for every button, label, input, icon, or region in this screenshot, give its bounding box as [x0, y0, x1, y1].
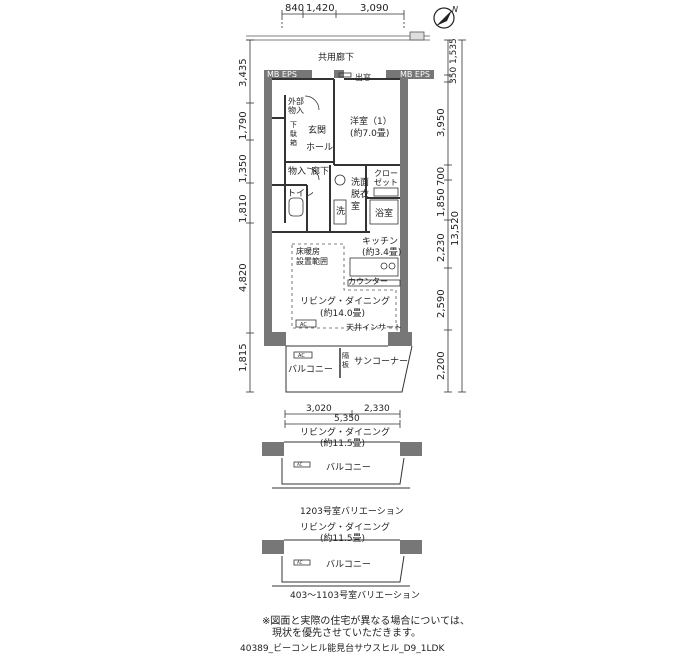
floor-heating-area [291, 243, 397, 329]
label-western-room: 洋室（1） [350, 115, 392, 127]
disclaimer-line-2: 現状を優先させていただきます。 [272, 628, 421, 639]
top-dim-1: 840 [285, 3, 304, 14]
right-dim-6: 2,230 [436, 233, 447, 262]
fixtures [288, 72, 401, 287]
variation-a-dimension-line [284, 410, 401, 428]
label-closet-2: ゼット [374, 177, 398, 187]
label-hall: ホール [306, 142, 333, 153]
label-outer-storage-2: 物入 [288, 105, 304, 115]
variation-b-ac: AC [297, 560, 303, 565]
variation-a-walls [262, 441, 422, 489]
variation-a-caption: 1203号室バリエーション [300, 505, 404, 517]
variation-b-living-size: (約11.5畳) [320, 532, 365, 544]
variation-a-ac: AC [297, 462, 303, 467]
label-mb-eps-left: MB EPS [267, 70, 297, 79]
label-sun-corner: サンコーナー [354, 356, 408, 367]
right-dimension-line [444, 39, 466, 393]
corridor-railing [246, 31, 430, 41]
left-dim-4: 1,810 [238, 194, 249, 223]
balcony-outline [285, 345, 413, 393]
label-living: リビング・ダイニング [300, 295, 390, 307]
ac-unit-icon [293, 351, 313, 359]
label-genkan: 玄関 [308, 124, 326, 136]
right-dim-5: 1,850 [436, 188, 447, 217]
label-washroom-3: 室 [351, 200, 360, 212]
label-kitchen-size: (約3.4畳) [362, 246, 401, 258]
north-label: N [452, 5, 458, 14]
label-mb-eps-right: MB EPS [400, 70, 430, 79]
label-common-corridor: 共用廊下 [318, 51, 354, 63]
disclaimer-line-1: ※図面と実際の住宅が異なる場合については、 [262, 616, 470, 627]
label-balcony: バルコニー [288, 364, 333, 375]
right-dim-1: 350 [449, 67, 459, 84]
north-arrow-icon [433, 7, 455, 29]
label-toilet: トイレ [287, 189, 314, 199]
right-dim-8: 2,200 [436, 351, 447, 380]
ac-unit-icon [295, 319, 317, 328]
label-ac-main: AC [300, 322, 307, 328]
label-shoe-box-3: 箱 [290, 138, 297, 147]
left-dim-1: 3,435 [238, 58, 249, 87]
right-dim-total: 13,520 [450, 211, 461, 246]
label-ceiling-insert: 天井インサート [346, 322, 402, 332]
left-dim-5: 4,820 [238, 263, 249, 292]
right-dim-2: 1,535 [449, 38, 459, 64]
label-floor-heating-1: 床暖房 [296, 246, 320, 256]
variation-b-caption: 403〜1103号室バリエーション [290, 589, 420, 601]
label-kitchen: キッチン [362, 236, 398, 247]
left-dim-3: 1,350 [238, 154, 249, 183]
right-dim-3: 3,950 [436, 108, 447, 137]
variation-a-dim-1: 3,020 [306, 404, 332, 414]
left-dim-2: 1,790 [238, 111, 249, 140]
label-partition-2: 板 [342, 360, 349, 369]
label-laundry: 洗 [336, 205, 345, 217]
top-dim-2: 1,420 [306, 3, 335, 14]
label-shoe-box-2: 駄 [290, 129, 297, 138]
label-washroom-2: 脱衣 [351, 188, 369, 200]
label-closet-1: クロー [374, 169, 398, 178]
label-bay-window: 出窓 [355, 72, 371, 82]
top-dimension-line [281, 10, 405, 28]
variation-a-balcony: バルコニー [326, 462, 371, 473]
label-partition-1: 隔 [342, 351, 349, 360]
variation-a-dim-2: 2,330 [364, 404, 390, 414]
label-outer-storage-1: 外部 [288, 96, 304, 106]
variation-a-living: リビング・ダイニング [300, 426, 390, 438]
label-corridor: 廊下 [311, 165, 329, 177]
left-dimension-line [246, 39, 254, 393]
variation-b-living: リビング・ダイニング [300, 521, 390, 533]
label-living-size: (約14.0畳) [320, 307, 365, 319]
right-dim-4: 700 [436, 167, 447, 186]
variation-a-living-size: (約11.5畳) [320, 437, 365, 449]
interior-walls [272, 78, 400, 233]
label-western-room-size: (約7.0畳) [350, 127, 389, 139]
right-dim-7: 2,590 [436, 289, 447, 318]
variation-b-balcony: バルコニー [326, 559, 371, 570]
variation-a-dim-total: 5,350 [334, 414, 360, 424]
label-shoe-box-1: 下 [290, 121, 297, 129]
top-dim-3: 3,090 [360, 3, 389, 14]
label-counter: カウンター [348, 277, 388, 286]
label-storage: 物入 [288, 165, 306, 177]
label-bathroom: 浴室 [375, 207, 393, 219]
variation-b-walls [262, 539, 422, 587]
label-ac-balcony: AC [298, 353, 305, 359]
label-washroom-1: 洗面 [351, 176, 369, 188]
label-floor-heating-2: 設置範囲 [296, 256, 328, 266]
footer-caption: 40389_ビーコンヒル能見台サウスヒル_D9_1LDK [240, 644, 445, 654]
left-dim-6: 1,815 [238, 343, 249, 372]
